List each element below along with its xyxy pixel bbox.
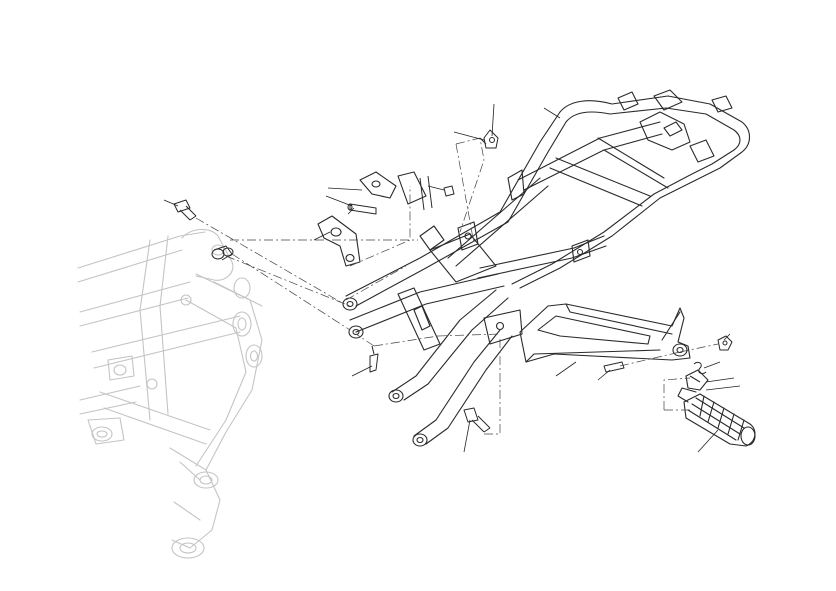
washer-spring (693, 361, 707, 375)
main-frame-ghost (77, 228, 263, 559)
bolt-lower-center (463, 407, 491, 433)
bolt-lower-left (369, 345, 379, 373)
hinge-pin (419, 175, 433, 211)
footpeg-bracket (519, 303, 691, 363)
rear-subframe (342, 89, 751, 447)
pin (347, 203, 625, 373)
assembly-lines (195, 137, 719, 435)
leader-lines (163, 103, 741, 453)
bolt-top-center (479, 129, 499, 149)
bolt-top-left (173, 199, 197, 221)
bracket-left (317, 171, 427, 267)
bracket-small (685, 369, 709, 391)
nut (443, 185, 733, 351)
bushing (211, 245, 234, 261)
footpeg (677, 387, 756, 447)
